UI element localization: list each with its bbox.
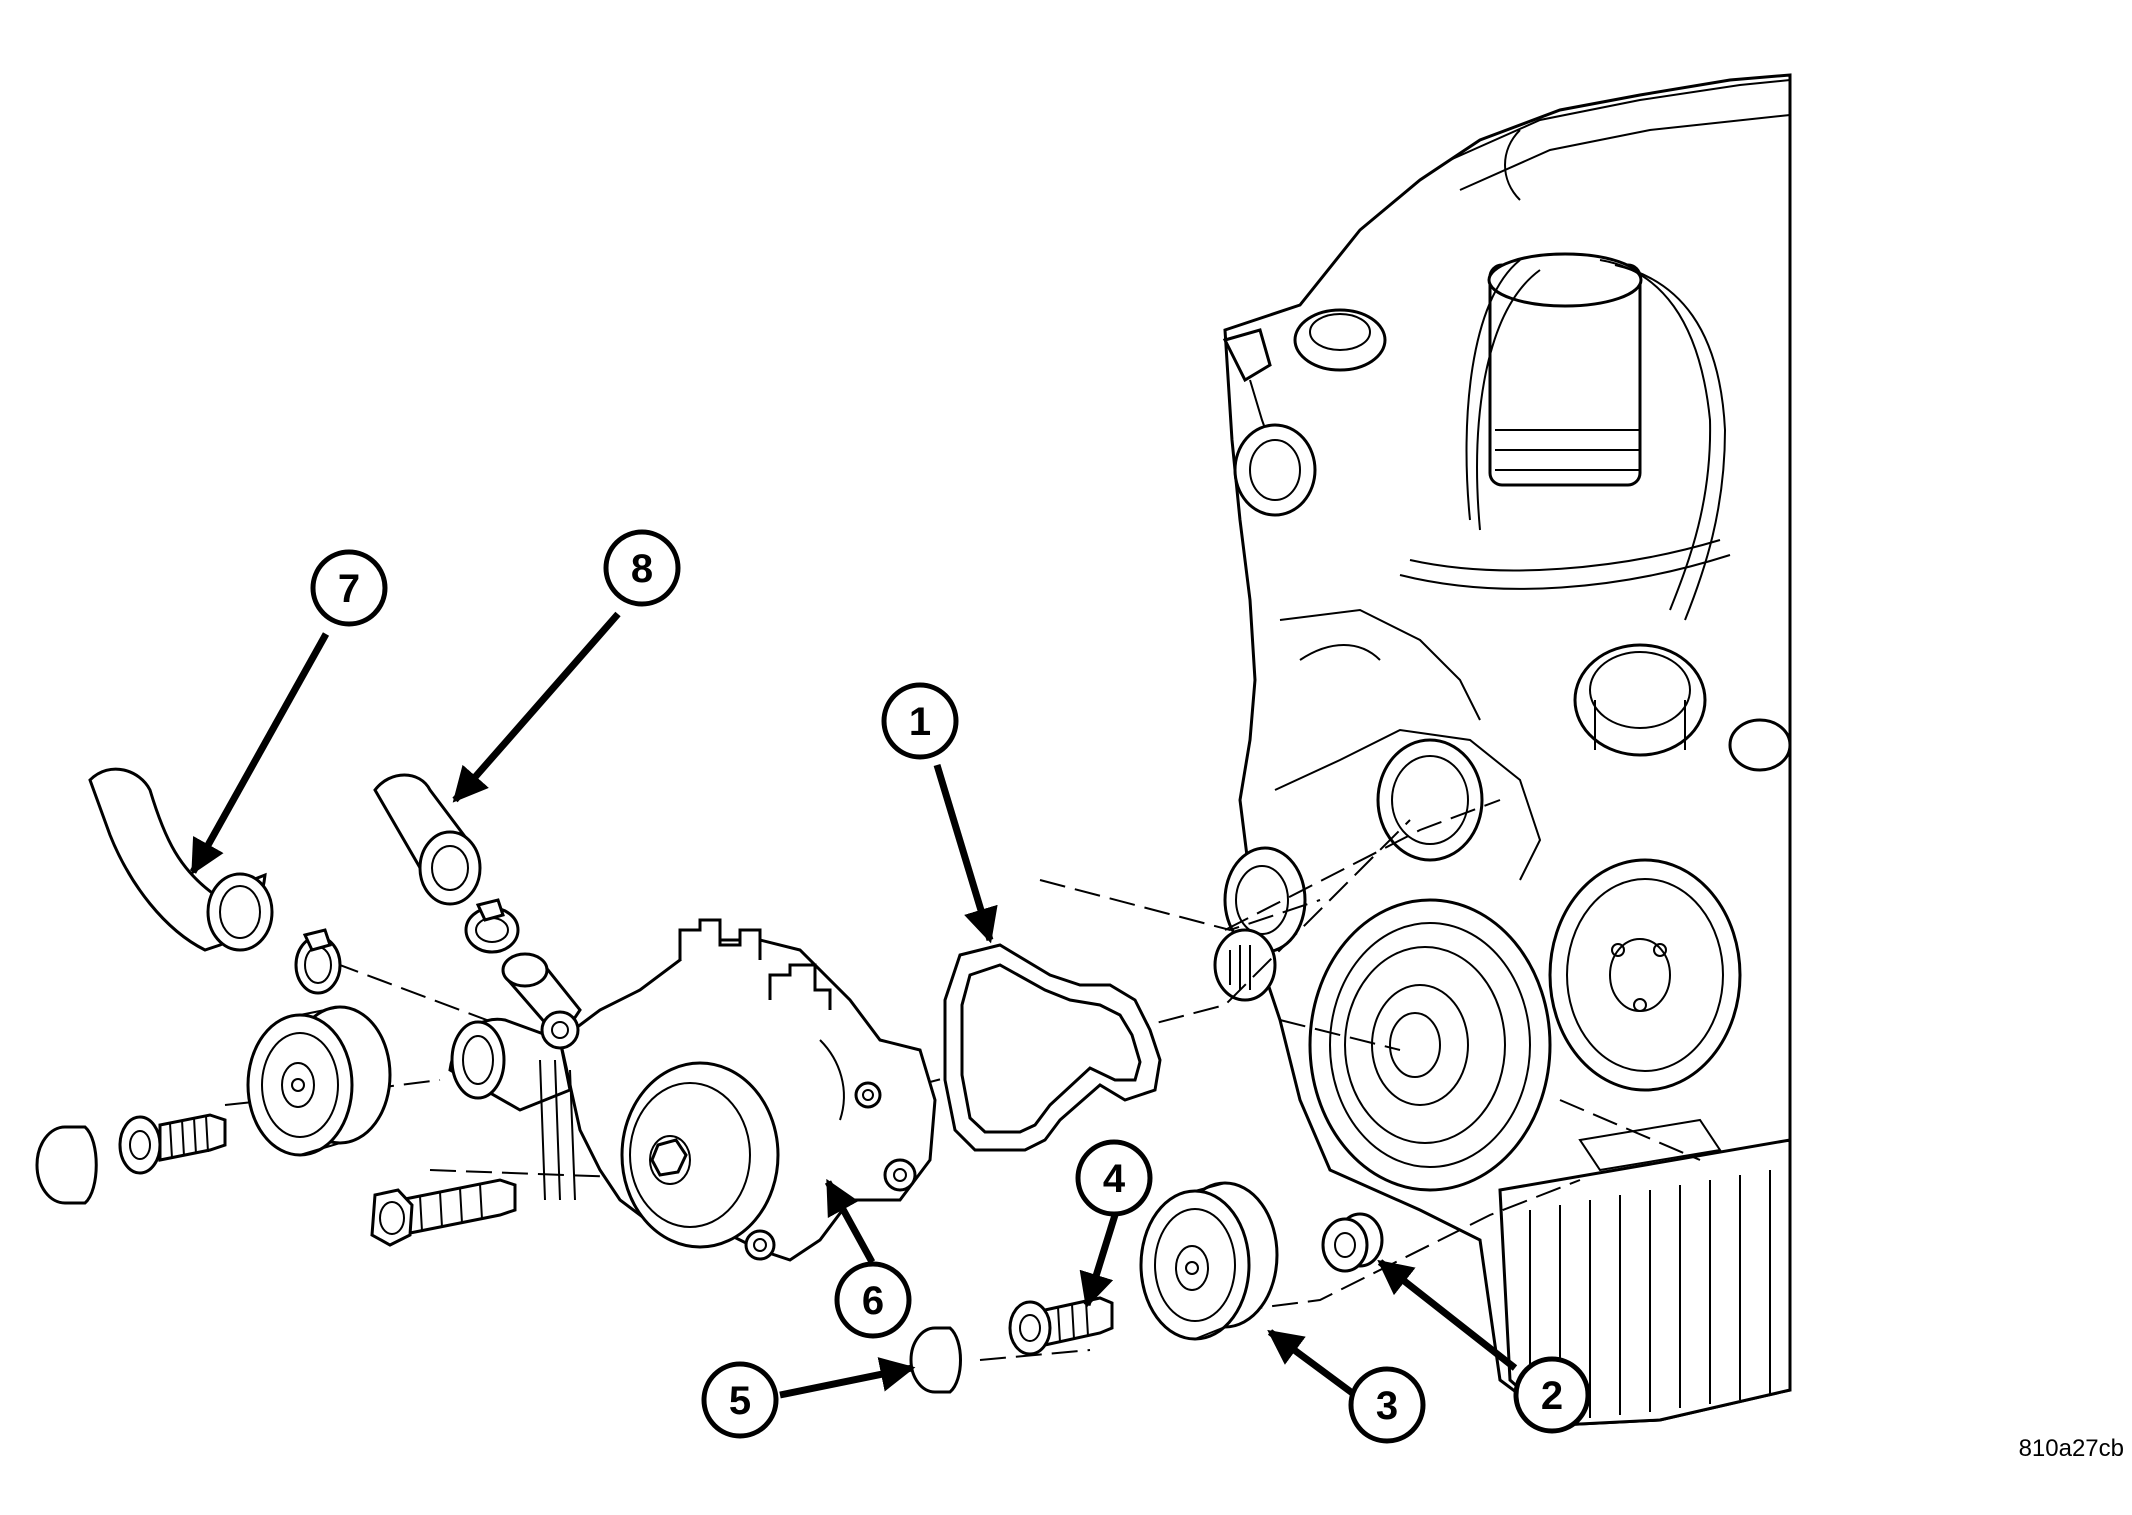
water-pump [448,918,937,1262]
svg-text:4: 4 [1103,1157,1126,1201]
hose-8 [373,773,482,906]
svg-text:7: 7 [338,567,360,611]
hose-7 [88,767,274,952]
svg-text:8: 8 [631,547,653,591]
dust-cap-5 [909,1326,962,1394]
svg-text:3: 3 [1376,1384,1398,1428]
callout-4: 4 [1075,1139,1153,1217]
callout-7: 7 [310,549,388,627]
callout-2: 2 [1513,1356,1591,1434]
idler-pulley-3 [1139,1181,1279,1341]
left-pulley-bolt [118,1113,227,1175]
callout-6: 6 [834,1261,912,1339]
callout-1: 1 [881,682,959,760]
clamp-hose-7 [294,928,342,995]
callout-5: 5 [701,1361,779,1439]
spacer-2 [1321,1212,1384,1273]
clamp-hose-8 [464,898,520,954]
callout-8: 8 [603,529,681,607]
callout-3: 3 [1348,1366,1426,1444]
svg-text:5: 5 [729,1379,751,1423]
left-idler-pulley [246,1005,392,1157]
left-dust-cap [35,1125,98,1205]
figure-code: 810a27cb [2018,1435,2124,1462]
leader-arrows [189,611,1518,1399]
svg-text:6: 6 [862,1279,884,1323]
water-pump-gasket [943,943,1162,1152]
water-pump-bolt [370,1178,517,1247]
engine-block [1213,73,1792,1427]
svg-text:1: 1 [909,700,931,744]
pulley-bolt-4 [1008,1296,1114,1356]
svg-text:2: 2 [1541,1374,1563,1418]
